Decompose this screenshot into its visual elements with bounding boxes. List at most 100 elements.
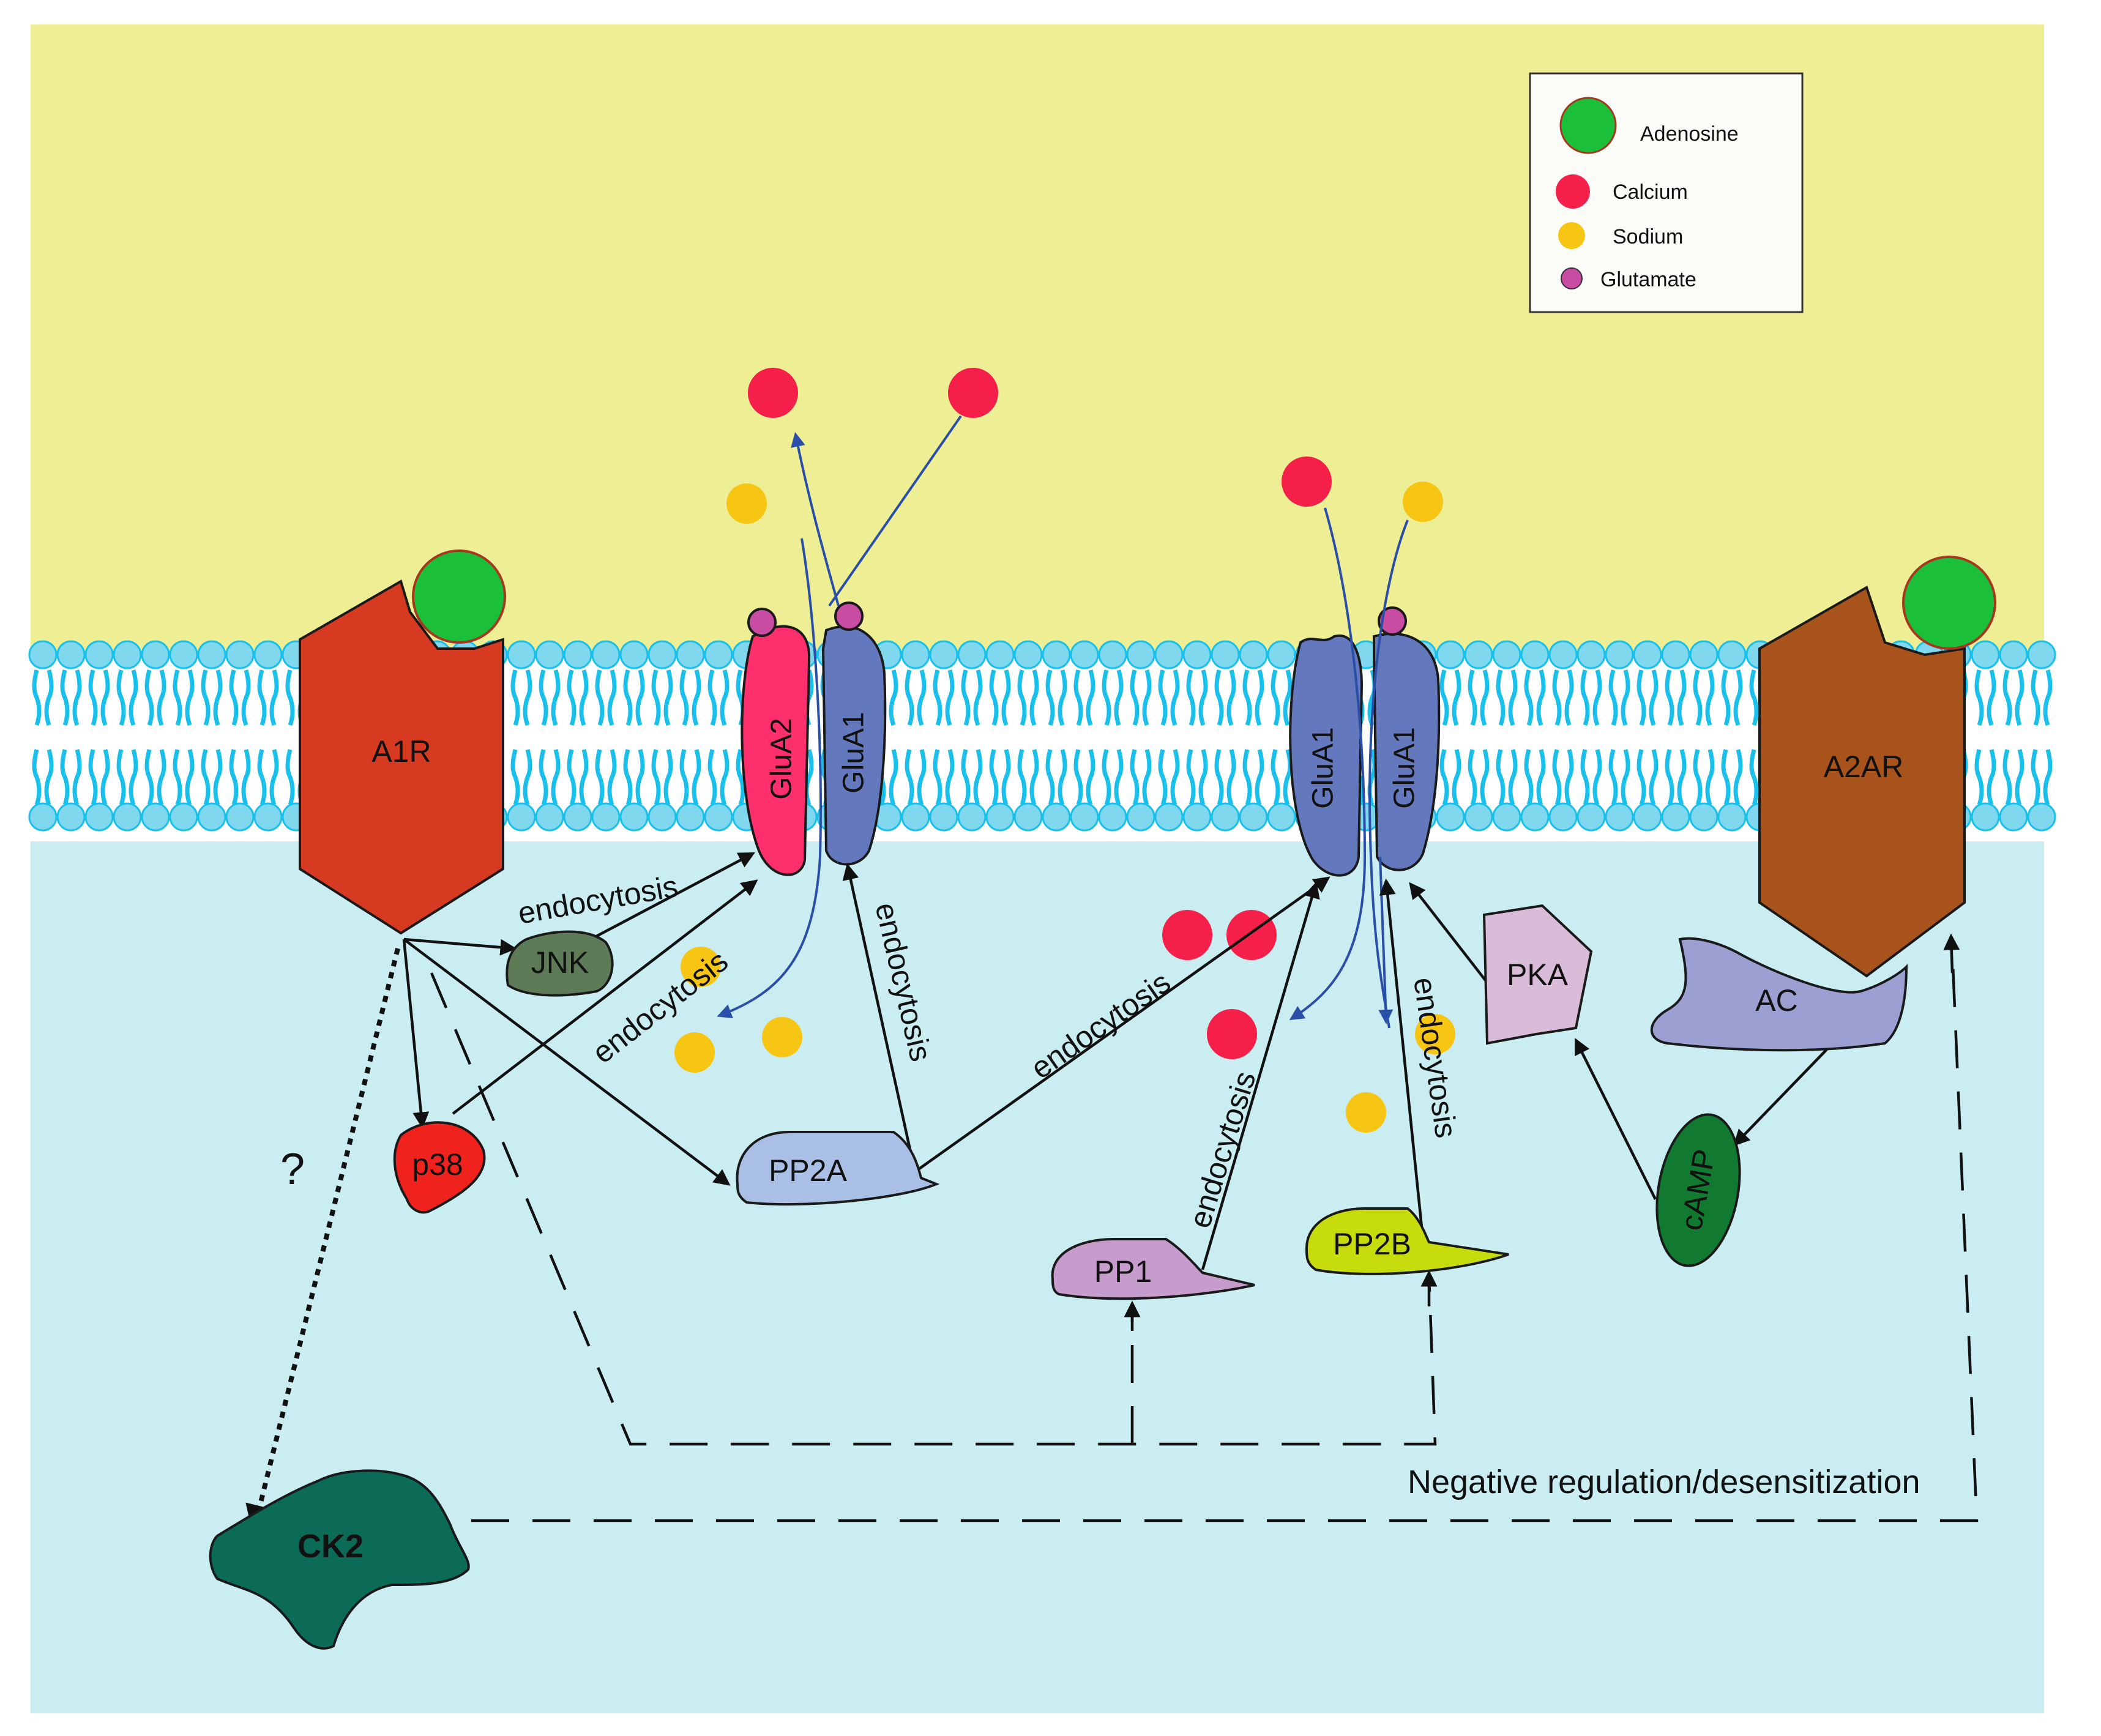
unknown-pathway-question-mark: ?: [280, 1145, 305, 1194]
lipid-head: [1520, 640, 1550, 669]
lipid-tail: [933, 669, 942, 726]
lipid-head: [1098, 802, 1127, 832]
lipid-head: [507, 802, 536, 832]
p38-label: p38: [412, 1147, 463, 1182]
lipid-head: [1971, 640, 2000, 669]
calcium-ion: [748, 368, 798, 418]
lipid-tail: [1001, 749, 1011, 806]
lipid-head: [1520, 802, 1550, 832]
lipid-tail: [1665, 669, 1674, 726]
lipid-head: [901, 640, 930, 669]
pp1-label: PP1: [1094, 1254, 1152, 1289]
lipid-tail: [1721, 669, 1731, 726]
lipid-head: [985, 640, 1015, 669]
lipid-head: [563, 802, 592, 832]
lipid-head: [901, 802, 930, 832]
lipid-head: [1042, 640, 1071, 669]
lipid-head: [591, 802, 621, 832]
lipid-tail: [973, 749, 983, 806]
pka-kinase: PKA: [1482, 904, 1593, 1045]
camp-molecule: cAMP: [1655, 1113, 1741, 1267]
lipid-head: [1633, 802, 1662, 832]
lipid-tail: [44, 669, 54, 726]
lipid-head: [1577, 802, 1606, 832]
lipid-head: [535, 640, 564, 669]
lipid-tail: [523, 749, 532, 806]
lipid-tail: [623, 669, 633, 726]
lipid-tail: [889, 669, 898, 726]
legend-glutamate-swatch: [1561, 267, 1583, 289]
lipid-tail: [1621, 749, 1630, 806]
lipid-tail: [1480, 669, 1490, 726]
lipid-tail: [60, 669, 70, 726]
lipid-tail: [1649, 669, 1659, 726]
lipid-tail: [623, 749, 633, 806]
lipid-tail: [241, 749, 251, 806]
lipid-head: [225, 802, 255, 832]
lipid-tail: [116, 669, 126, 726]
lipid-head: [28, 640, 58, 669]
lipid-tail: [157, 749, 166, 806]
lipid-tail: [1536, 669, 1546, 726]
sodium-ion: [1346, 1092, 1386, 1133]
lipid-tail: [1508, 669, 1518, 726]
a2ar-receptor: A2AR: [1758, 556, 1996, 978]
lipid-head: [1492, 640, 1521, 669]
lipid-tail: [2043, 669, 2053, 726]
lipid-tail: [1552, 669, 1562, 726]
lipid-tail: [1733, 669, 1743, 726]
lipid-tail: [2031, 749, 2040, 806]
lipid-tail: [945, 669, 955, 726]
lipid-head: [197, 802, 226, 832]
lipid-tail: [213, 669, 223, 726]
lipid-head: [1211, 802, 1240, 832]
lipid-tail: [1102, 669, 1111, 726]
lipid-tail: [2002, 669, 2012, 726]
lipid-tail: [1186, 749, 1196, 806]
lipid-tail: [1987, 669, 1996, 726]
lipid-tail: [707, 669, 717, 726]
lipid-tail: [129, 669, 138, 726]
lipid-head: [619, 640, 649, 669]
lipid-head: [1633, 640, 1662, 669]
lipid-tail: [989, 749, 999, 806]
lipid-tail: [32, 669, 42, 726]
jnk-kinase: JNK: [506, 930, 614, 997]
lipid-tail: [973, 669, 983, 726]
lipid-tail: [889, 749, 898, 806]
lipid-tail: [679, 749, 689, 806]
lipid-tail: [1592, 669, 1602, 726]
lipid-head: [84, 640, 114, 669]
lipid-head: [1548, 802, 1578, 832]
lipid-head: [1999, 802, 2028, 832]
lipid-tail: [2031, 669, 2040, 726]
lipid-tail: [961, 749, 971, 806]
lipid-tail: [692, 669, 701, 726]
adenosine-molecule: [1902, 556, 1996, 650]
ac-adenylyl-cyclase: AC: [1650, 937, 1908, 1052]
lipid-tail: [1001, 669, 1011, 726]
lipid-head: [169, 640, 198, 669]
lipid-tail: [1086, 669, 1095, 726]
legend-adenosine-label: Adenosine: [1640, 122, 1739, 146]
lipid-tail: [116, 749, 126, 806]
lipid-tail: [595, 749, 605, 806]
ampa-receptor-left: GluA2 GluA1: [741, 602, 887, 876]
lipid-tail: [989, 669, 999, 726]
lipid-tail: [567, 669, 577, 726]
lipid-head: [1436, 640, 1465, 669]
lipid-tail: [905, 749, 914, 806]
lipid-tail: [257, 669, 267, 726]
lipid-head: [1154, 802, 1184, 832]
lipid-tail: [1665, 749, 1674, 806]
lipid-head: [704, 640, 733, 669]
legend-calcium-swatch: [1556, 174, 1590, 209]
lipid-tail: [1114, 669, 1124, 726]
lipid-head: [647, 640, 677, 669]
ion-flux-lines: [717, 415, 1409, 1029]
lipid-tail: [72, 669, 82, 726]
lipid-tail: [510, 669, 520, 726]
lipid-tail: [917, 669, 927, 726]
lipid-tail: [1214, 669, 1224, 726]
lipid-tail: [1130, 669, 1140, 726]
